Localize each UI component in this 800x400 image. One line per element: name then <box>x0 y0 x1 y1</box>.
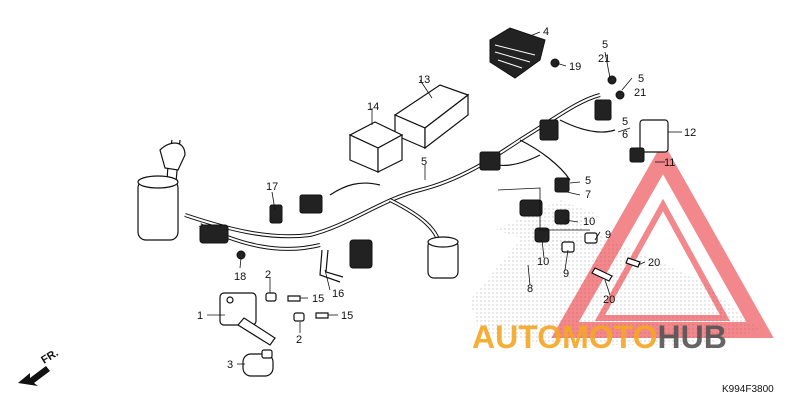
callout-2: 2 <box>265 269 271 281</box>
svg-text:AUTOMOTOHUB: AUTOMOTOHUB <box>472 319 727 355</box>
ecu-unit <box>393 84 470 150</box>
callout-6: 6 <box>622 129 628 141</box>
callout-15: 15 <box>341 310 353 322</box>
leader-lines <box>207 31 682 365</box>
callout-14: 14 <box>367 101 379 113</box>
callout-5: 5 <box>585 175 591 187</box>
callout-4: 4 <box>543 26 549 38</box>
watermark-text-moto: MOTO <box>562 319 657 355</box>
callout-9: 9 <box>563 268 569 280</box>
callout-5: 5 <box>602 39 608 51</box>
regulator-cover <box>489 27 546 79</box>
watermark-text-auto: AUTO <box>472 319 562 355</box>
cable-tie <box>319 249 344 283</box>
fasteners <box>265 232 641 322</box>
callout-11: 11 <box>664 157 675 169</box>
callout-5: 5 <box>638 73 644 85</box>
ignition-coil <box>219 292 276 346</box>
callout-8: 8 <box>527 283 533 295</box>
right-cylinder-part <box>427 236 459 279</box>
callout-labels: 1 2 2 3 4 5 5 5 5 5 6 7 8 9 9 10 10 11 1… <box>197 26 696 371</box>
connector-12 <box>629 119 669 163</box>
diagram-code: K994F3800 <box>722 384 774 395</box>
callout-16: 16 <box>332 288 344 300</box>
front-direction-indicator: FR. <box>18 347 61 386</box>
callout-5: 5 <box>421 156 427 168</box>
callout-19: 19 <box>569 61 581 73</box>
fuse-box <box>348 121 404 173</box>
callout-10: 10 <box>537 256 549 268</box>
spark-plug-cap <box>242 349 274 377</box>
left-cylinder-part <box>137 142 186 241</box>
callout-17: 17 <box>266 181 278 193</box>
harness-connectors <box>199 58 625 269</box>
callout-3: 3 <box>227 359 233 371</box>
watermark-logo: AUTOMOTOHUB <box>472 319 727 355</box>
callout-20: 20 <box>603 294 615 306</box>
callout-18: 18 <box>234 271 246 283</box>
callout-21: 21 <box>634 87 646 99</box>
callout-7: 7 <box>585 189 591 201</box>
callout-12: 12 <box>684 127 696 139</box>
callout-13: 13 <box>418 74 430 86</box>
callout-5: 5 <box>622 116 628 128</box>
callout-2: 2 <box>296 334 302 346</box>
callout-1: 1 <box>197 310 203 322</box>
callout-10: 10 <box>583 216 595 228</box>
callout-9: 9 <box>605 229 611 241</box>
callout-20: 20 <box>648 257 660 269</box>
callout-21: 21 <box>598 53 610 65</box>
direction-label: FR. <box>39 347 60 367</box>
callout-15: 15 <box>312 293 324 305</box>
arrow-icon <box>18 366 50 386</box>
watermark-text-hub: HUB <box>657 319 726 355</box>
